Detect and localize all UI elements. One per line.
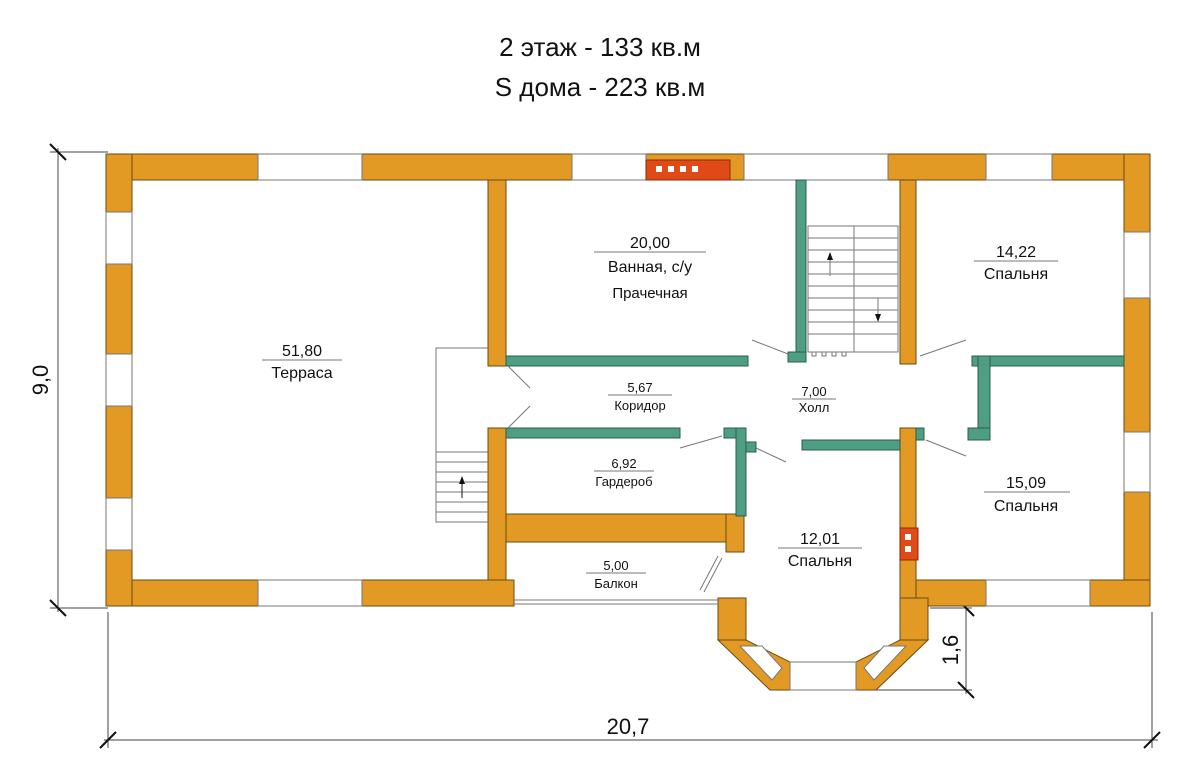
bedroom-3-area: 12,01 [800, 531, 840, 548]
corridor-area: 5,67 [627, 380, 652, 395]
outer-walls [105, 153, 1151, 691]
height-dimension-label: 9,0 [28, 365, 53, 396]
bay-dimension-label: 1,6 [938, 635, 963, 666]
stove-top [645, 159, 731, 181]
room-bedroom-3: 12,01 Спальня [778, 531, 862, 570]
terrace-area: 51,80 [282, 343, 322, 360]
wardrobe-area: 6,92 [611, 456, 636, 471]
stairs-main [807, 225, 899, 357]
bath-area: 20,00 [630, 235, 670, 252]
wardrobe-name: Гардероб [595, 474, 652, 489]
room-terrace: 51,80 Терраса [262, 343, 342, 382]
bath-name-2: Прачечная [612, 285, 687, 302]
room-hall: 7,00 Холл [792, 384, 836, 415]
bedroom-3-name: Спальня [788, 553, 852, 570]
windows [105, 153, 1151, 691]
corridor-name: Коридор [614, 398, 665, 413]
hall-name: Холл [799, 400, 830, 415]
bedroom-2-area: 15,09 [1006, 475, 1046, 492]
room-bath: 20,00 Ванная, с/у Прачечная [594, 235, 706, 302]
stove-right [899, 527, 919, 561]
hall-area: 7,00 [801, 384, 826, 399]
partitions [505, 179, 1125, 517]
bedroom-2-name: Спальня [994, 498, 1058, 515]
bedroom-1-area: 14,22 [996, 244, 1036, 261]
terrace-name: Терраса [271, 365, 332, 382]
balcony-area: 5,00 [603, 558, 628, 573]
bedroom-1-name: Спальня [984, 266, 1048, 283]
dimension-lines [49, 143, 1161, 749]
room-corridor: 5,67 Коридор [608, 380, 672, 413]
width-dimension-label: 20,7 [607, 714, 650, 739]
stairs-terrace [435, 347, 488, 523]
door-swings [507, 339, 967, 593]
room-bedroom-2: 15,09 Спальня [984, 475, 1070, 515]
house-area-title: S дома - 223 кв.м [494, 72, 706, 102]
balcony-name: Балкон [594, 576, 638, 591]
room-wardrobe: 6,92 Гардероб [594, 456, 654, 489]
room-bedroom-1: 14,22 Спальня [974, 244, 1058, 283]
floor-area-title: 2 этаж - 133 кв.м [499, 32, 701, 62]
room-balcony: 5,00 Балкон [586, 558, 646, 591]
bath-name: Ванная, с/у [608, 259, 692, 276]
